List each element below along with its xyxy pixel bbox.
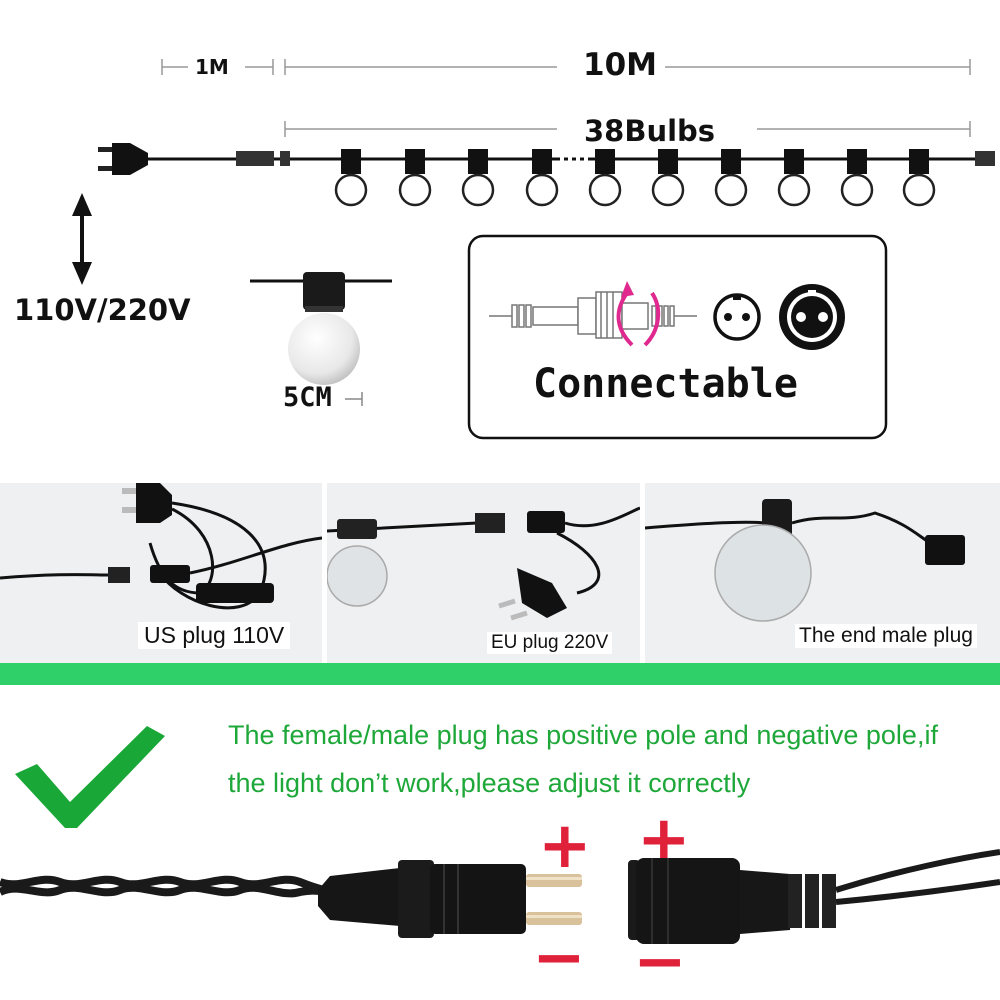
end-plug-caption: The end male plug xyxy=(795,624,977,648)
connectable-label: Connectable xyxy=(533,361,798,407)
green-divider xyxy=(0,663,1000,685)
polarity-connectors xyxy=(0,849,1000,944)
bulb-icon xyxy=(902,149,936,207)
lead-length-label: 1M xyxy=(195,55,229,79)
eu-plug-caption: EU plug 220V xyxy=(487,632,613,654)
cable-right xyxy=(835,849,1000,905)
end-connector-icon xyxy=(975,151,995,166)
positive-symbol-male: + xyxy=(538,809,592,883)
string-light-diagram xyxy=(72,59,995,440)
eu-plug-illustration xyxy=(327,506,640,621)
bulb-icon xyxy=(777,149,811,207)
end-plug-illustration xyxy=(645,499,965,622)
bulb-icon xyxy=(714,149,748,207)
bulb-icon xyxy=(334,149,368,207)
voltage-label: 110V/220V xyxy=(14,293,191,327)
female-plug xyxy=(628,858,836,944)
bulb-icon xyxy=(398,149,432,207)
bulb-count-label: 38Bulbs xyxy=(584,114,716,148)
instruction-line-2: the light don’t work,please adjust it co… xyxy=(228,768,751,798)
socket-female-icon xyxy=(713,293,761,341)
bulb-icon xyxy=(840,149,874,207)
bulb-icon xyxy=(588,149,622,207)
string-length-label: 10M xyxy=(583,47,657,83)
rotate-arrow-icon xyxy=(616,281,661,347)
connector-icon xyxy=(236,151,274,166)
dimension-38bulbs xyxy=(284,121,971,137)
negative-symbol-male: − xyxy=(532,921,586,995)
dimension-1m xyxy=(161,59,274,75)
single-bulb-illustration xyxy=(250,272,392,406)
male-plug xyxy=(318,860,582,938)
bulb-icon xyxy=(461,149,495,207)
connectable-box xyxy=(467,234,888,440)
bulb-row xyxy=(334,149,936,207)
us-plug-caption: US plug 110V xyxy=(138,622,291,649)
instruction-line-1: The female/male plug has positive pole a… xyxy=(228,720,938,750)
double-arrow-icon xyxy=(72,193,92,285)
us-plug-illustration xyxy=(0,483,322,610)
bulb-icon xyxy=(525,149,559,207)
dimension-10m xyxy=(284,59,971,75)
bulb-size-label: 5CM xyxy=(283,382,332,413)
checkmark-icon xyxy=(15,726,165,828)
twisted-cable-left xyxy=(0,875,346,900)
socket-male-icon xyxy=(779,284,845,350)
bulb-icon xyxy=(651,149,685,207)
plug-icon xyxy=(98,143,148,175)
